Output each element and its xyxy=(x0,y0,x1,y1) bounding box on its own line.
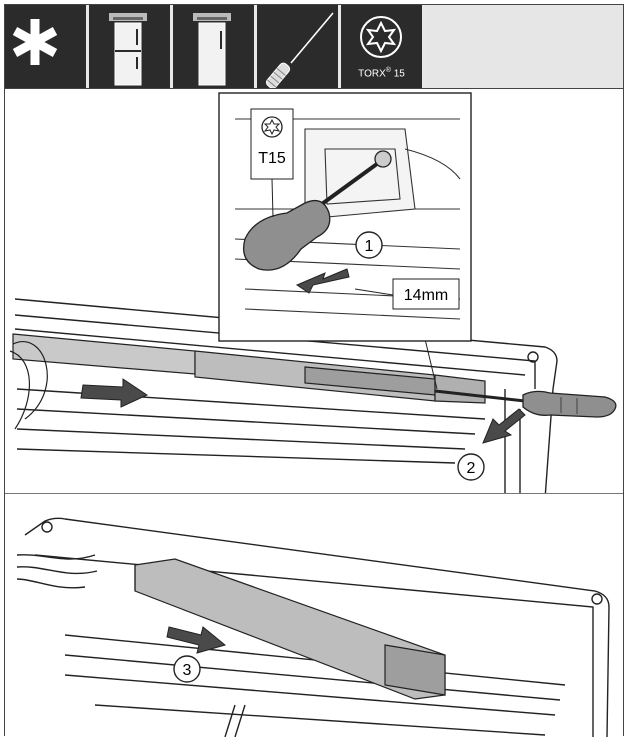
dimension-14mm: 14mm xyxy=(354,278,460,310)
instruction-figure: TORX® 15 xyxy=(4,4,624,738)
panel-divider xyxy=(5,493,623,494)
asterisk-icon xyxy=(12,19,58,65)
step-panel-remove-rail: 3 xyxy=(5,495,623,738)
torx-small-icon xyxy=(261,116,283,138)
door-rail-mechanism xyxy=(9,333,486,430)
arrow-push-right xyxy=(80,378,149,408)
step-3-marker: 3 xyxy=(173,655,201,683)
appliance-top-frame xyxy=(14,298,558,500)
tool-tile-fridge xyxy=(173,5,257,88)
appliance-frame-lower xyxy=(24,517,610,738)
fridge-freezer-icon xyxy=(109,13,147,86)
tool-tile-fridge-freezer xyxy=(89,5,173,88)
tool-tile-torx: TORX® 15 xyxy=(341,5,425,88)
removed-rail xyxy=(134,558,446,700)
arrow-remove-right xyxy=(166,626,227,654)
step-panel-loosen-screw: 2 xyxy=(5,89,623,500)
dimension-text: 14mm xyxy=(404,287,448,304)
torx-size-label: TORX® 15 xyxy=(358,67,405,80)
torx-bit-icon xyxy=(360,16,402,58)
detail-callout: T15 1 14mm xyxy=(218,92,472,390)
step-2-number: 2 xyxy=(467,460,476,477)
screwdriver-callout xyxy=(242,150,392,271)
bit-size-label: T15 xyxy=(250,108,294,218)
step-1-marker: 1 xyxy=(355,231,383,259)
step-1-number: 1 xyxy=(365,238,374,255)
toolbar-spacer xyxy=(425,5,623,88)
tools-header: TORX® 15 xyxy=(5,5,623,89)
cable-bundle xyxy=(16,554,98,589)
arrow-pull-down xyxy=(482,408,526,444)
tool-tile-asterisk xyxy=(5,5,89,88)
screwdriver-main xyxy=(434,389,617,418)
bit-size-text: T15 xyxy=(258,150,286,167)
step-2-marker: 2 xyxy=(457,453,485,481)
screwdriver-icon xyxy=(265,12,334,89)
tool-tile-screwdriver xyxy=(257,5,341,89)
step-3-number: 3 xyxy=(183,662,192,679)
arrow-callout-left xyxy=(295,268,350,294)
fridge-single-door-icon xyxy=(193,13,231,86)
